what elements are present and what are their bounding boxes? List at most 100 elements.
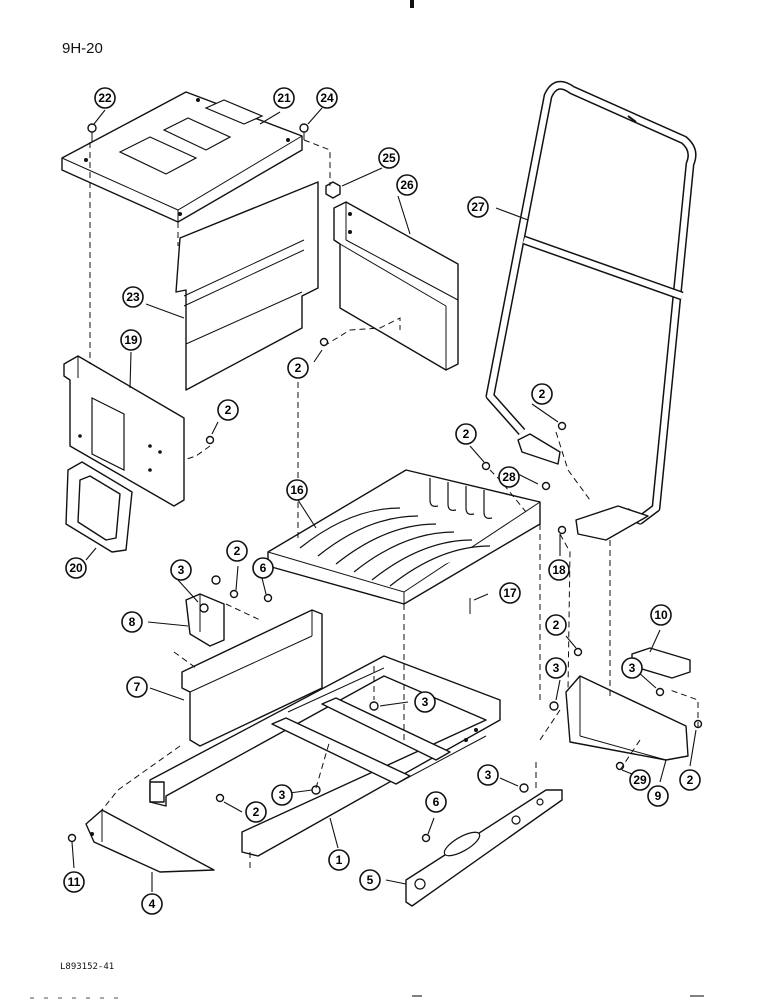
svg-text:26: 26 bbox=[400, 178, 414, 192]
callout-3-f: 3 bbox=[477, 764, 499, 786]
svg-text:3: 3 bbox=[422, 695, 429, 709]
callout-2-h: 2 bbox=[245, 801, 267, 823]
callout-24: 24 bbox=[316, 87, 338, 109]
leader-lines bbox=[71, 107, 697, 892]
svg-text:6: 6 bbox=[260, 561, 267, 575]
svg-text:23: 23 bbox=[126, 290, 140, 304]
callout-5: 5 bbox=[359, 869, 381, 891]
svg-text:3: 3 bbox=[553, 661, 560, 675]
top-edge-mark bbox=[410, 0, 414, 8]
part-seat-frame bbox=[149, 655, 501, 857]
callout-29: 29 bbox=[629, 769, 651, 791]
part-front-skirt bbox=[405, 789, 563, 907]
callout-19: 19 bbox=[120, 329, 142, 351]
part-left-support bbox=[85, 809, 215, 873]
callout-8: 8 bbox=[121, 611, 143, 633]
callout-3-e: 3 bbox=[271, 784, 293, 806]
callout-4: 4 bbox=[141, 893, 163, 915]
callout-2-g: 2 bbox=[679, 769, 701, 791]
callout-2-b: 2 bbox=[531, 383, 553, 405]
part-handle-frame bbox=[485, 80, 697, 541]
svg-text:18: 18 bbox=[552, 563, 566, 577]
bolt-22 bbox=[87, 123, 97, 142]
part-right-support bbox=[565, 675, 689, 761]
callout-16: 16 bbox=[286, 479, 308, 501]
callout-20: 20 bbox=[65, 557, 87, 579]
drawing-reference: L893152-41 bbox=[60, 962, 115, 972]
svg-text:4: 4 bbox=[149, 897, 156, 911]
callout-2-f: 2 bbox=[545, 614, 567, 636]
svg-text:20: 20 bbox=[69, 561, 83, 575]
callout-2-e: 2 bbox=[226, 540, 248, 562]
svg-text:2: 2 bbox=[225, 403, 232, 417]
callout-6-a: 6 bbox=[252, 557, 274, 579]
svg-text:21: 21 bbox=[277, 91, 291, 105]
svg-text:2: 2 bbox=[463, 427, 470, 441]
callout-3-c: 3 bbox=[621, 657, 643, 679]
svg-text:7: 7 bbox=[134, 680, 141, 694]
svg-text:2: 2 bbox=[234, 544, 241, 558]
svg-text:2: 2 bbox=[687, 773, 694, 787]
part-top-cover bbox=[61, 91, 303, 223]
svg-text:3: 3 bbox=[279, 788, 286, 802]
callout-23: 23 bbox=[122, 286, 144, 308]
svg-text:1: 1 bbox=[336, 853, 343, 867]
callout-2-c: 2 bbox=[217, 399, 239, 421]
part-angle-bracket bbox=[185, 593, 225, 647]
svg-text:24: 24 bbox=[320, 91, 334, 105]
part-front-panel bbox=[63, 355, 185, 507]
svg-text:11: 11 bbox=[68, 875, 81, 889]
svg-text:2: 2 bbox=[539, 387, 546, 401]
callout-26: 26 bbox=[396, 174, 418, 196]
svg-text:5: 5 bbox=[367, 873, 374, 887]
callout-9: 9 bbox=[647, 785, 669, 807]
callout-21: 21 bbox=[273, 87, 295, 109]
svg-text:2: 2 bbox=[553, 618, 560, 632]
svg-text:6: 6 bbox=[433, 795, 440, 809]
svg-text:25: 25 bbox=[382, 151, 396, 165]
svg-text:3: 3 bbox=[629, 661, 636, 675]
callout-17: 17 bbox=[499, 582, 521, 604]
callout-27: 27 bbox=[467, 196, 489, 218]
svg-text:3: 3 bbox=[485, 768, 492, 782]
callout-7: 7 bbox=[126, 676, 148, 698]
callout-3-b: 3 bbox=[545, 657, 567, 679]
callout-2-a: 2 bbox=[287, 357, 309, 379]
svg-text:2: 2 bbox=[253, 805, 260, 819]
svg-text:9: 9 bbox=[655, 789, 662, 803]
svg-text:29: 29 bbox=[633, 773, 647, 787]
callout-25: 25 bbox=[378, 147, 400, 169]
assembly-lines bbox=[89, 139, 699, 870]
svg-text:2: 2 bbox=[295, 361, 302, 375]
callout-2-d: 2 bbox=[455, 423, 477, 445]
callout-1: 1 bbox=[328, 849, 350, 871]
bolt-24 bbox=[299, 123, 309, 140]
callout-3-a: 3 bbox=[170, 559, 192, 581]
svg-text:28: 28 bbox=[502, 470, 516, 484]
nut-25 bbox=[325, 181, 341, 199]
callout-11: 11 bbox=[63, 871, 85, 893]
part-seat-plate bbox=[267, 469, 541, 605]
svg-text:22: 22 bbox=[98, 91, 112, 105]
part-side-rail bbox=[181, 609, 323, 747]
svg-text:16: 16 bbox=[290, 483, 304, 497]
callout-10: 10 bbox=[650, 604, 672, 626]
svg-text:17: 17 bbox=[503, 586, 517, 600]
svg-text:19: 19 bbox=[124, 333, 138, 347]
callout-6-b: 6 bbox=[425, 791, 447, 813]
svg-text:8: 8 bbox=[129, 615, 136, 629]
callout-18: 18 bbox=[548, 559, 570, 581]
plate-slots bbox=[299, 478, 493, 587]
part-side-bracket bbox=[333, 201, 459, 371]
part-rear-panel bbox=[175, 181, 319, 391]
page-code: 9H-20 bbox=[62, 40, 103, 57]
svg-text:3: 3 bbox=[178, 563, 185, 577]
callout-28: 28 bbox=[498, 466, 520, 488]
svg-text:10: 10 bbox=[654, 608, 668, 622]
svg-text:27: 27 bbox=[471, 200, 485, 214]
bottom-edge-marks bbox=[30, 995, 704, 999]
callout-3-d: 3 bbox=[414, 691, 436, 713]
part-gasket bbox=[65, 461, 133, 553]
callout-22: 22 bbox=[94, 87, 116, 109]
